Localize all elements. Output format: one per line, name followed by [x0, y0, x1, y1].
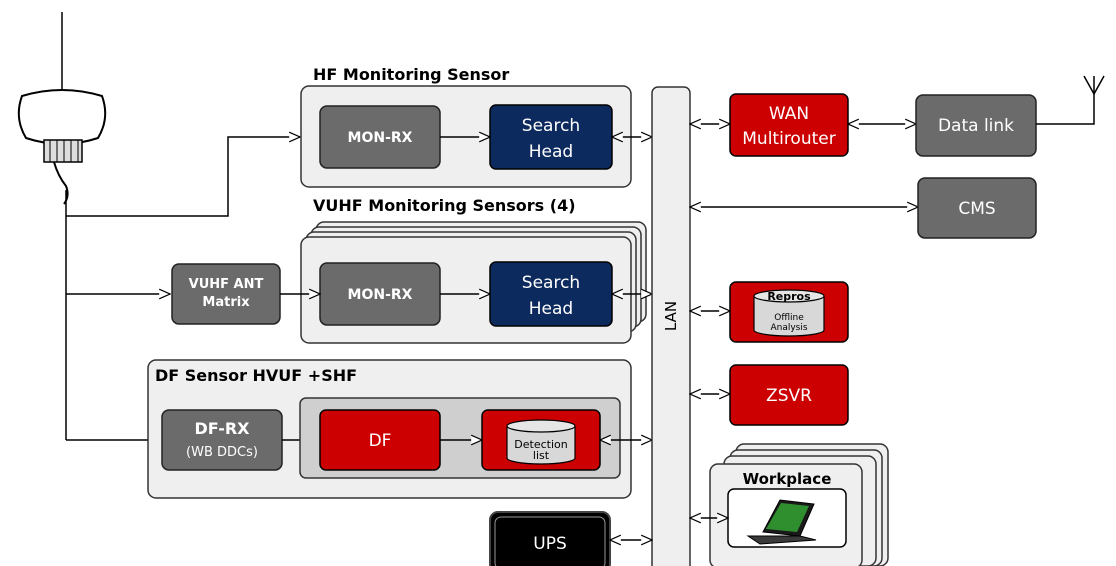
repros: Repros Offline Analysis: [690, 281, 849, 343]
vuhf-ant-matrix: VUHF ANT Matrix: [171, 263, 320, 325]
df-group-title: DF Sensor HVUF +SHF: [155, 366, 357, 385]
wan-label-1: WAN: [769, 104, 809, 124]
dfrx-label-1: DF-RX: [194, 419, 250, 438]
detection-label-1: Detection: [514, 438, 567, 451]
laptop-icon: [746, 499, 817, 545]
workplace: Workplace: [690, 443, 889, 566]
data-link: Data link: [915, 94, 1095, 157]
ups-label: UPS: [533, 534, 567, 554]
hf-group-title: HF Monitoring Sensor: [313, 65, 509, 84]
antenna-mast-icon: [1083, 75, 1105, 95]
vuhf-monitoring-sensors-group: VUHF Monitoring Sensors (4) MON-RX Searc…: [300, 196, 652, 344]
lan-bus: LAN: [651, 86, 691, 566]
workplace-label: Workplace: [743, 470, 832, 488]
hf-search-label-1: Search: [522, 116, 580, 136]
vuhf-search-label-2: Head: [529, 299, 573, 319]
df-label: DF: [369, 431, 392, 451]
zsvr: ZSVR: [690, 364, 849, 426]
detection-label-2: list: [533, 449, 550, 462]
ups: UPS: [489, 511, 652, 566]
repros-title: Repros: [767, 290, 811, 303]
vuhf-ant-label-1: VUHF ANT: [189, 277, 264, 292]
dfrx-label-2: (WB DDCs): [186, 445, 258, 460]
zsvr-label: ZSVR: [766, 386, 812, 406]
datalink-label: Data link: [938, 116, 1014, 136]
database-cylinder-icon: [506, 419, 576, 465]
vuhf-ant-label-2: Matrix: [202, 295, 250, 310]
hf-monitoring-sensor-group: HF Monitoring Sensor MON-RX Search Head: [300, 65, 652, 188]
vuhf-monrx-label: MON-RX: [348, 287, 413, 303]
vuhf-group-title: VUHF Monitoring Sensors (4): [313, 196, 576, 215]
hf-monrx-label: MON-RX: [348, 130, 413, 146]
repros-label-1: Offline: [774, 313, 804, 323]
database-cylinder-icon: [753, 289, 825, 337]
lan-label: LAN: [662, 301, 680, 331]
repros-label-2: Analysis: [770, 323, 807, 333]
left-feed-lines: [65, 137, 300, 440]
df-sensor-group: DF Sensor HVUF +SHF DF-RX (WB DDCs) DF D…: [147, 359, 652, 499]
hf-search-label-2: Head: [529, 142, 573, 162]
cms-label: CMS: [958, 199, 995, 219]
wan-label-2: Multirouter: [742, 129, 835, 149]
antenna-dome-icon: [17, 12, 107, 205]
cms: CMS: [690, 177, 1037, 239]
wan-multirouter: WAN Multirouter: [690, 93, 916, 157]
vuhf-search-label-1: Search: [522, 273, 580, 293]
